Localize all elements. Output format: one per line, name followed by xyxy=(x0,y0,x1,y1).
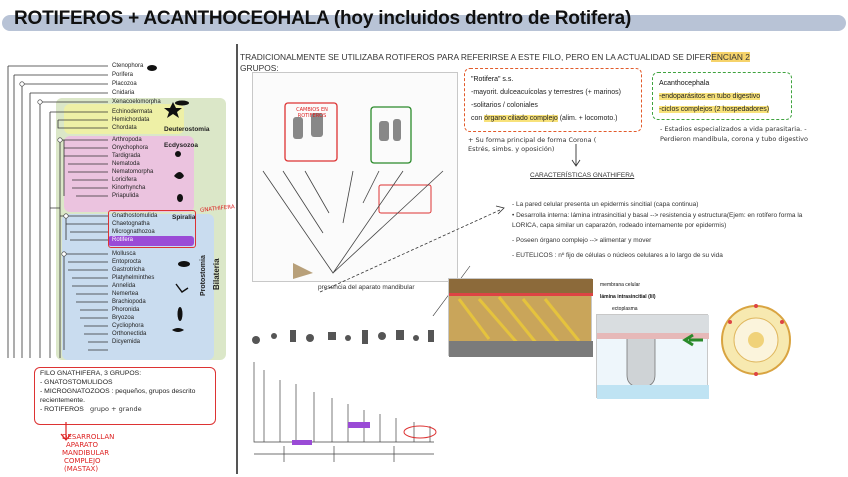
rotifera-line: con órgano ciliado complejo (alim. + loc… xyxy=(471,115,618,122)
note-line: recientemente. xyxy=(40,397,85,404)
clade-ecdysozoa: Ecdysozoa xyxy=(164,142,198,149)
rotifera-line: -solitarios / coloniales xyxy=(471,102,538,109)
rotifera-highlight xyxy=(108,236,194,246)
acanthocephala-box: Acanthocephala -endoparásitos en tubo di… xyxy=(652,72,792,120)
ecdysozoa-band xyxy=(64,136,194,212)
page-title: ROTIFEROS + ACANTHOCEOHALA (hoy incluido… xyxy=(14,8,632,29)
note-line: FILO GNATHIFERA, 3 GRUPOS: xyxy=(40,370,142,377)
hand-red-line: APARATO xyxy=(66,441,98,449)
intro-highlight: ENCIAN 2 xyxy=(711,52,750,62)
note-hand-inline: grupo + grande xyxy=(90,405,142,413)
micrograph-lamina xyxy=(448,278,593,357)
micrograph-image xyxy=(449,279,593,357)
taxon-label: Hemichordata xyxy=(112,117,150,123)
characteristic-item: - EUTELICOS : nº fijo de células o núcle… xyxy=(512,252,723,259)
metazoa-tree-figure xyxy=(244,322,442,468)
taxon-label: Nematoda xyxy=(112,161,140,167)
gnathifera-note-box xyxy=(34,367,216,425)
taxon-label: Priapulida xyxy=(112,193,139,199)
taxon-label: Gnathostomulida xyxy=(112,213,158,219)
acanth-box-title: Acanthocephala xyxy=(659,80,710,87)
title-bar: ROTIFEROS + ACANTHOCEOHALA (hoy incluido… xyxy=(0,6,848,34)
taxon-label: Rotifera xyxy=(112,237,134,243)
taxon-label: Gastrotricha xyxy=(112,267,145,273)
taxon-label: Dicyemida xyxy=(112,339,141,345)
taxon-label: Arthropoda xyxy=(112,137,142,143)
acanth-line: -ciclos complejos (2 hospedadores) xyxy=(659,106,770,113)
taxon-label: Brachiopoda xyxy=(112,299,146,305)
taxon-label: Onychophora xyxy=(112,145,149,151)
intro-line2: GRUPOS: xyxy=(240,63,279,73)
taxon-label: Placozoa xyxy=(112,81,137,87)
down-arrow-icon xyxy=(60,422,72,441)
rotifera-line: -mayorit. dulceacuícolas y terrestres (+… xyxy=(471,89,621,96)
down-arrow-icon xyxy=(571,144,581,167)
phylogeny-figure: Ctenophora Porifera Placozoa Cnidaria Xe… xyxy=(4,58,235,362)
micro-label: membrana celular xyxy=(600,282,641,288)
mandibular-caption: presencia del aparato mandibular xyxy=(318,284,415,291)
taxon-label: Tardigrada xyxy=(112,153,141,159)
taxon-label: Echinodermata xyxy=(112,109,153,115)
note-line: - ROTIFEROS xyxy=(40,406,84,413)
taxon-label: Cycliophora xyxy=(112,323,144,329)
clade-bilateria: Bilateria xyxy=(212,258,221,290)
hand-red-line: MANDIBULAR xyxy=(62,449,110,457)
taxon-label: Ctenophora xyxy=(112,63,144,69)
taxon-label: Annelida xyxy=(112,283,136,289)
title-pill xyxy=(2,15,846,31)
hand-red-line: COMPLEJO xyxy=(64,457,101,465)
taxon-label: Kinorhyncha xyxy=(112,185,146,191)
taxon-label: Nemertea xyxy=(112,291,139,297)
taxon-label: Entoprocta xyxy=(112,259,142,265)
taxon-label: Mollusca xyxy=(112,251,136,257)
cambios-label: CAMBIOS EN ROTIFEROS xyxy=(296,107,328,119)
intro-line1: TRADICIONALMENTE SE UTILIZABA ROTIFEROS … xyxy=(240,52,712,62)
note-line: - MICROGNATOZOOS : pequeños, grupos desc… xyxy=(40,388,196,395)
characteristic-item: - Poseen órgano complejo --> alimentar y… xyxy=(512,237,652,244)
characteristic-item: - La pared celular presenta un epidermis… xyxy=(512,201,699,208)
taxon-label: Cnidaria xyxy=(112,90,135,96)
taxon-label: Nematomorpha xyxy=(112,169,154,175)
rotifera-highlight: órgano ciliado complejo xyxy=(484,115,558,122)
taxon-label: Platyhelminthes xyxy=(112,275,155,281)
characteristics-title: CARACTERÍSTICAS GNATHIFERA xyxy=(530,172,635,179)
micro-label: lámina intrasincitial (lil) xyxy=(600,294,656,300)
micro-label: ectoplasma xyxy=(612,306,638,312)
taxon-label: Bryozoa xyxy=(112,315,135,321)
rotifera-box-title: "Rotifera" s.s. xyxy=(471,76,514,83)
intro-text: TRADICIONALMENTE SE UTILIZABA ROTIFEROS … xyxy=(240,52,750,74)
acanth-line: -endoparásitos en tubo digestivo xyxy=(659,93,761,100)
taxon-label: Xenacoelomorpha xyxy=(112,99,161,105)
taxon-label: Loricifera xyxy=(112,177,137,183)
hand-red-line: (MASTAX) xyxy=(64,465,99,473)
epidermis-diagram xyxy=(596,314,709,399)
taxon-label: Porifera xyxy=(112,72,134,78)
taxon-label: Chaetognatha xyxy=(112,221,150,227)
taxon-label: Orthonectida xyxy=(112,331,147,337)
green-arrow-icon xyxy=(682,333,703,347)
characteristics-list: - La pared celular presenta un epidermis… xyxy=(512,200,818,266)
characteristic-item: • Desarrolla interna: lámina intrasincit… xyxy=(512,212,803,229)
clade-protostomia: Protostomia xyxy=(200,255,207,296)
cross-section-diagram xyxy=(716,292,796,390)
taxon-label: Phoronida xyxy=(112,307,140,313)
taxon-label: Micrognathozoa xyxy=(112,229,155,235)
rotifera-box: "Rotifera" s.s. -mayorit. dulceacuícolas… xyxy=(464,68,642,132)
clade-deuterostomia: Deuterostomia xyxy=(164,126,210,133)
rotifera-hand-note: + Su forma principal de forma Corona ( E… xyxy=(468,136,597,153)
mandibular-cladogram xyxy=(262,102,444,279)
hand-red-line: DESARROLLAN xyxy=(62,433,115,441)
taxon-label: Chordata xyxy=(112,125,137,131)
cross-section-image xyxy=(721,304,791,376)
column-divider xyxy=(236,44,238,474)
epidermis-image xyxy=(597,315,709,399)
clade-spiralia: Spiralia xyxy=(172,214,196,221)
acanth-hand-note: - Estadios especializados a vida parasit… xyxy=(660,125,808,143)
gnathifera-box xyxy=(108,210,196,248)
metazoa-tree xyxy=(252,330,437,462)
mandibular-cladogram-figure: CAMBIOS EN ROTIFEROS xyxy=(252,72,458,282)
note-line: - GNATOSTOMULIDOS xyxy=(40,379,113,386)
phylogeny-tree xyxy=(7,65,190,358)
deuterostomia-band xyxy=(64,104,184,134)
